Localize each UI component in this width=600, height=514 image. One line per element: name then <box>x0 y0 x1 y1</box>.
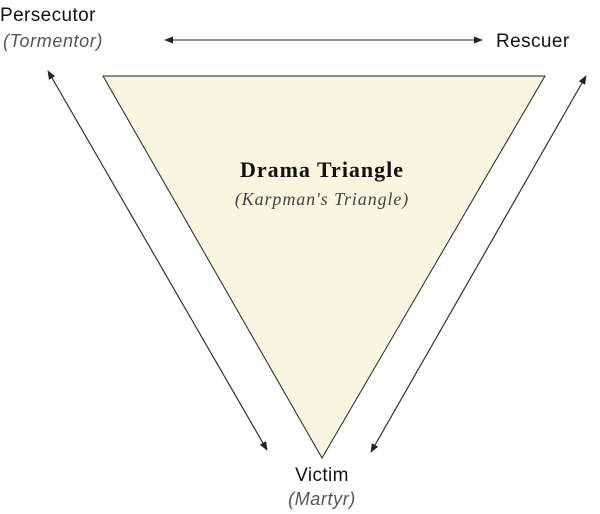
victim-label: Victim <box>295 465 349 486</box>
diagram-subtitle: (Karpman's Triangle) <box>235 189 409 210</box>
persecutor-sublabel: (Tormentor) <box>3 31 103 51</box>
victim-sublabel: (Martyr) <box>288 489 356 509</box>
persecutor-label: Persecutor <box>0 5 96 26</box>
diagram-title: Drama Triangle <box>240 157 404 182</box>
persecutor-victim-arrow <box>47 70 268 451</box>
rescuer-victim-arrow <box>370 75 587 453</box>
node-persecutor: Persecutor (Tormentor) <box>0 5 103 51</box>
node-rescuer: Rescuer <box>496 31 570 52</box>
node-victim: Victim (Martyr) <box>288 465 356 509</box>
rescuer-label: Rescuer <box>496 31 570 52</box>
drama-triangle-shape <box>102 75 546 459</box>
